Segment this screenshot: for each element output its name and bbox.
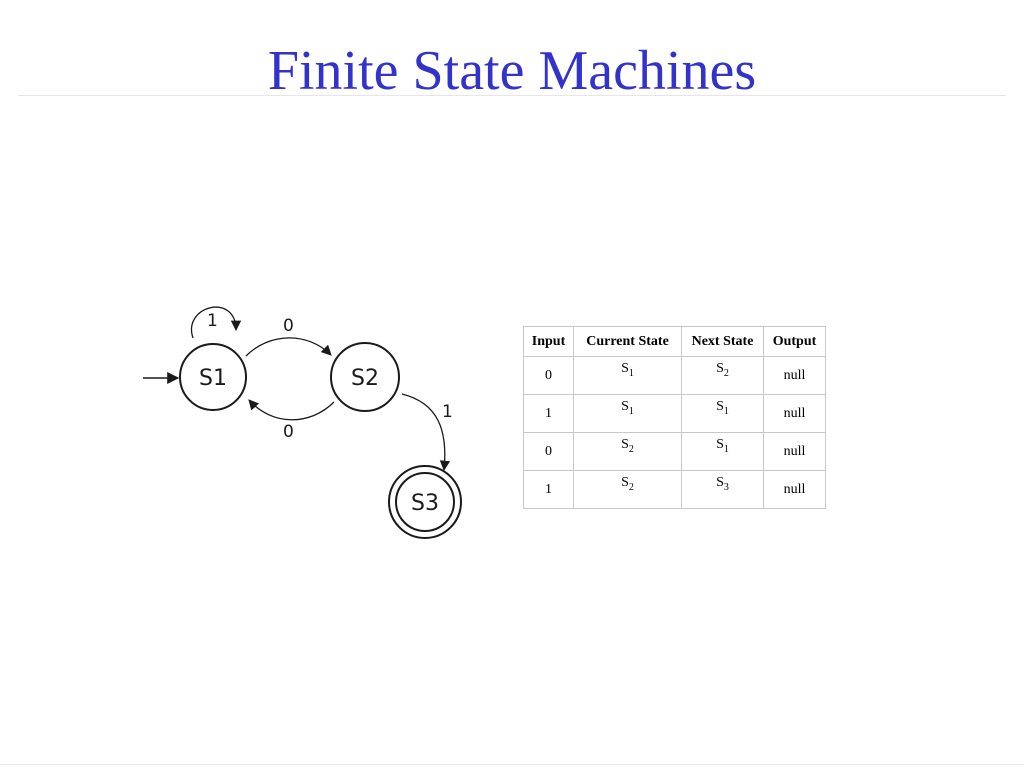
header-input: Input	[523, 326, 574, 357]
cell-current-state: S2	[573, 432, 682, 471]
state-s3-label: S3	[411, 491, 439, 516]
state-s1: S1	[179, 343, 247, 411]
cell-output: null	[763, 470, 826, 509]
cell-current-state: S1	[573, 356, 682, 395]
table-row: 1 S1 S1 null	[523, 394, 826, 433]
edge-s2-to-s1	[248, 399, 335, 421]
transition-table: Input Current State Next State Output 0 …	[523, 326, 826, 509]
state-s2-label: S2	[351, 366, 379, 391]
cell-input: 0	[523, 356, 574, 395]
title-divider	[18, 95, 1006, 96]
cell-next-state: S3	[681, 470, 764, 509]
cell-next-state: S2	[681, 356, 764, 395]
cell-next-state: S1	[681, 394, 764, 433]
table-header-row: Input Current State Next State Output	[523, 326, 826, 357]
cell-input: 0	[523, 432, 574, 471]
edge-s1-to-s2	[245, 337, 332, 357]
cell-current-state: S2	[573, 470, 682, 509]
state-s3-accepting: S3	[388, 465, 462, 539]
state-s1-label: S1	[199, 366, 227, 391]
bottom-divider	[0, 764, 1024, 765]
cell-output: null	[763, 356, 826, 395]
edge-s1-self-loop	[190, 306, 242, 339]
edge-label-s2-to-s3: 1	[442, 402, 453, 422]
header-current-state: Current State	[573, 326, 682, 357]
cell-output: null	[763, 432, 826, 471]
cell-next-state: S1	[681, 432, 764, 471]
cell-current-state: S1	[573, 394, 682, 433]
slide-title: Finite State Machines	[267, 40, 757, 102]
cell-input: 1	[523, 470, 574, 509]
cell-output: null	[763, 394, 826, 433]
header-output: Output	[763, 326, 826, 357]
state-s2: S2	[330, 342, 400, 412]
table-row: 0 S2 S1 null	[523, 432, 826, 471]
cell-input: 1	[523, 394, 574, 433]
edge-label-s1-to-s2: 0	[283, 316, 294, 336]
edge-label-s1-self-loop: 1	[207, 311, 218, 331]
table-row: 1 S2 S3 null	[523, 470, 826, 509]
edge-label-s2-to-s1: 0	[283, 422, 294, 442]
header-next-state: Next State	[681, 326, 764, 357]
table-row: 0 S1 S2 null	[523, 356, 826, 395]
edge-s2-to-s3	[401, 393, 451, 472]
